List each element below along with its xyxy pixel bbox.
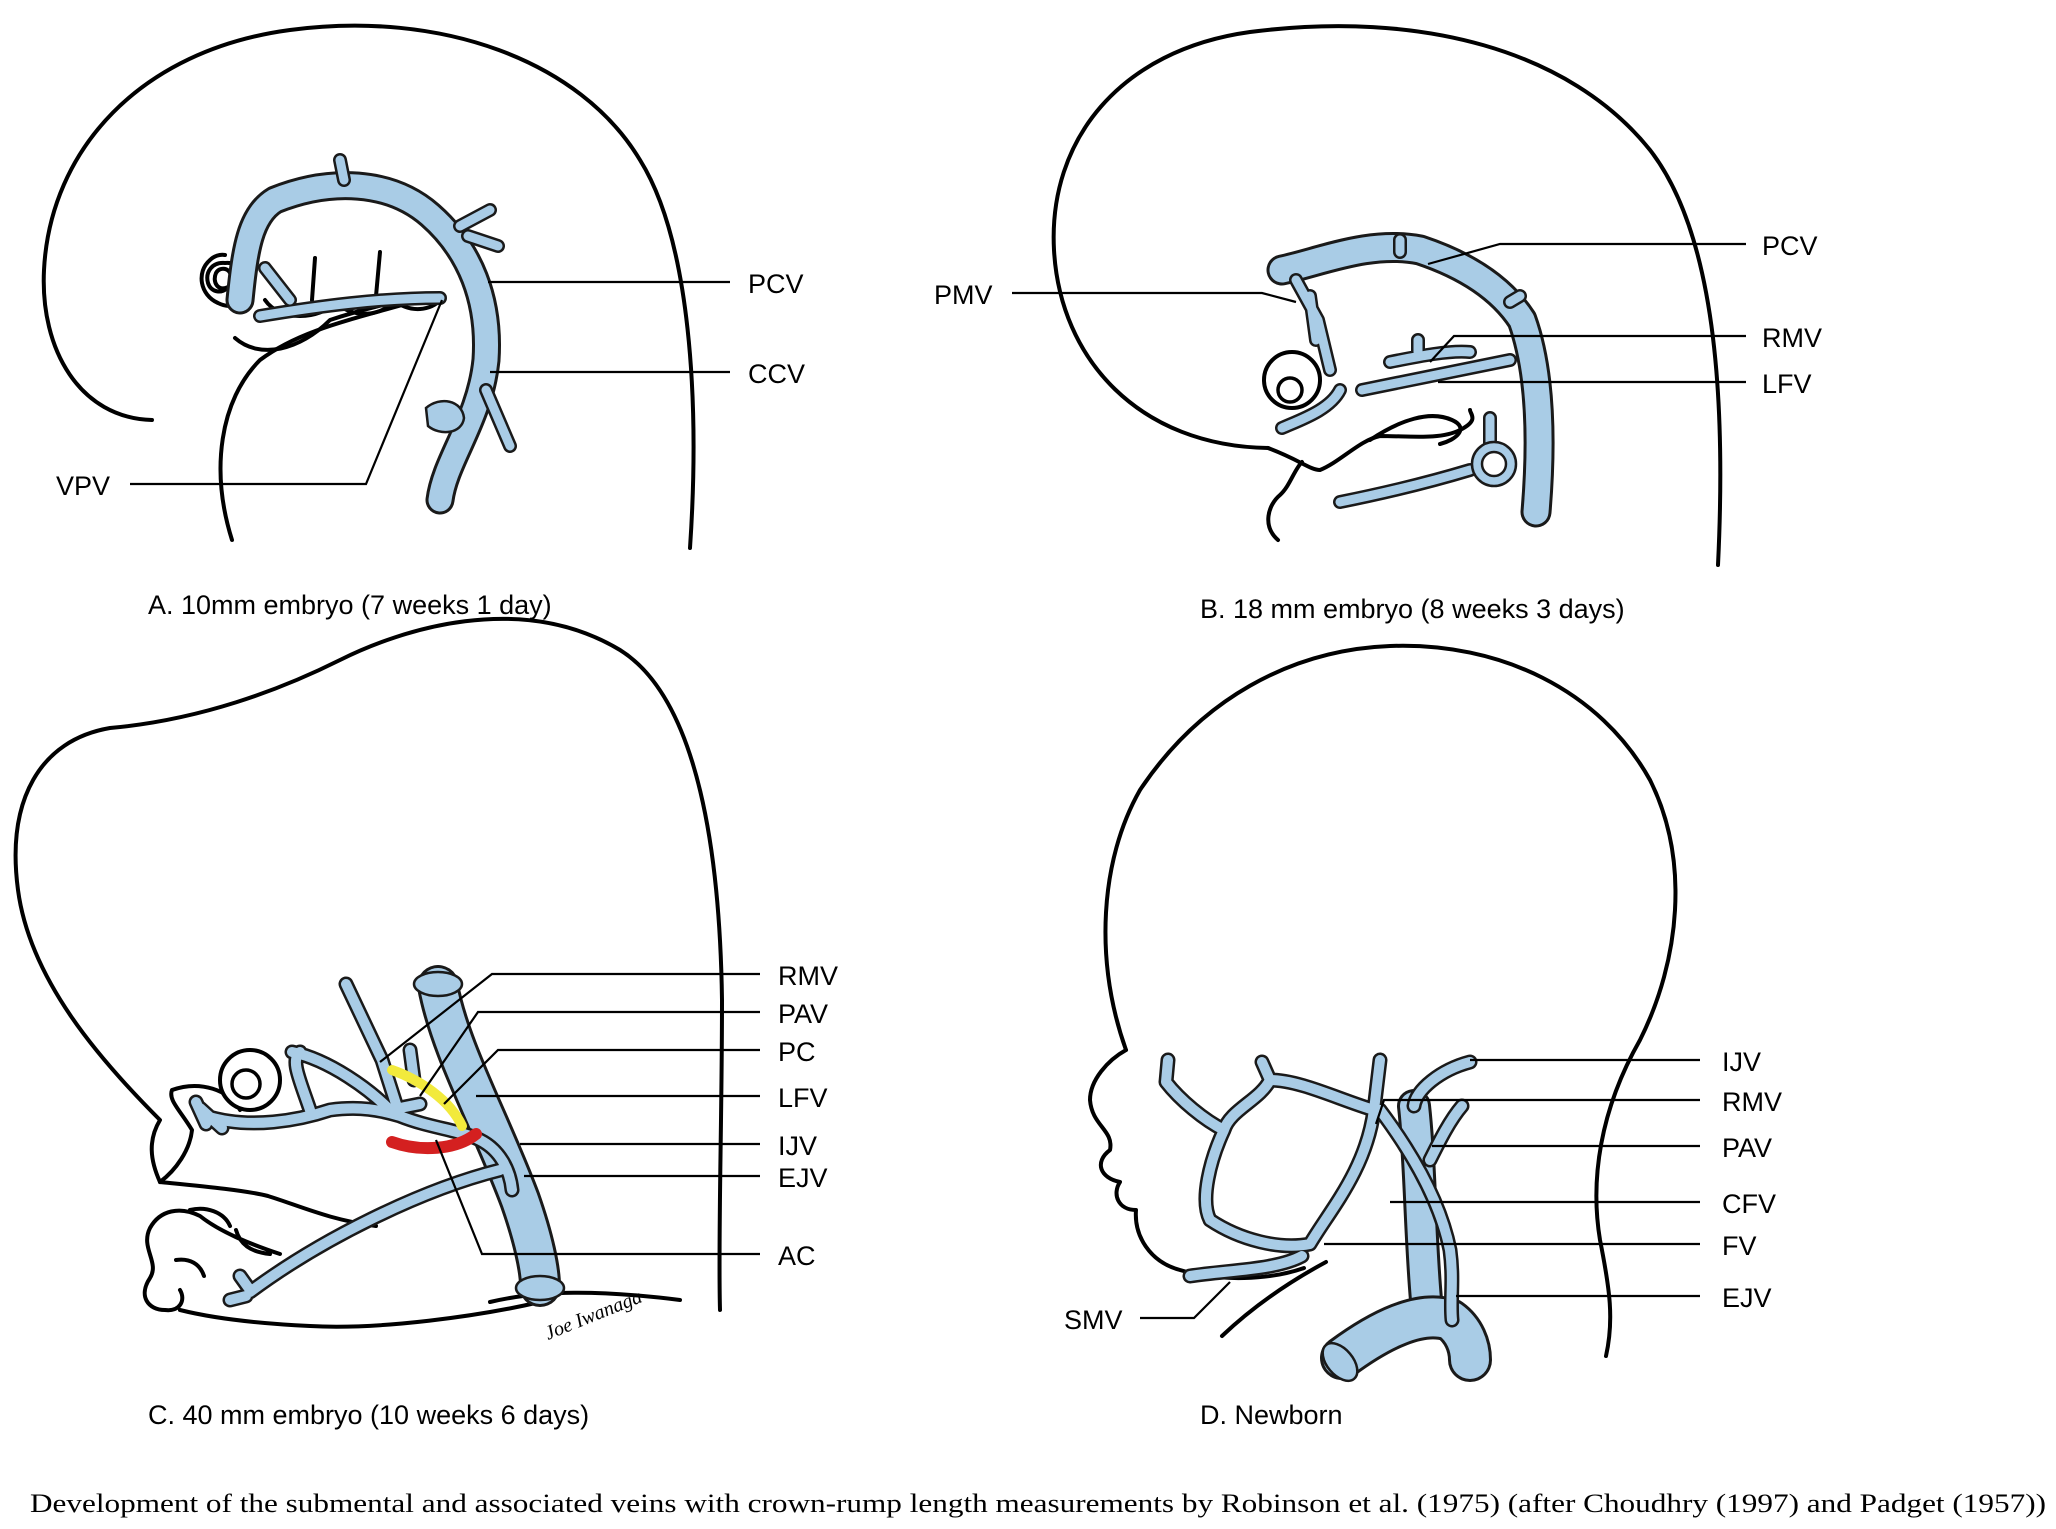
panel-b-leader-pcv <box>1427 242 1746 266</box>
panel-d-leader-rmv <box>1374 1098 1700 1125</box>
panel-d-label-ejv: EJV <box>1722 1283 1772 1313</box>
panel-c-label-ejv: EJV <box>778 1163 828 1193</box>
panel-d-ijv-stump <box>1321 1341 1359 1383</box>
panel-c-label-ac: AC <box>778 1241 816 1271</box>
panel-c-label-pc: PC <box>778 1037 816 1067</box>
panel-d-label-ijv: IJV <box>1722 1047 1761 1077</box>
panel-b-leader-pmv <box>1012 291 1297 304</box>
panel-b-veins <box>1266 231 1555 528</box>
panel-b: PCV PMV RMV LFV B. 18 mm embryo (8 weeks… <box>934 24 1822 624</box>
panel-c-face-outline <box>158 1084 242 1184</box>
panel-b-leader-rmv <box>1429 334 1746 363</box>
panel-a-labels: PCV CCV VPV <box>56 269 805 501</box>
panel-b-label-pmv: PMV <box>934 280 993 310</box>
panel-b-label-rmv: RMV <box>1762 323 1822 353</box>
panel-c-leader-ac <box>434 1139 760 1256</box>
panel-d-label-fv: FV <box>1722 1231 1757 1261</box>
panel-b-head-outline <box>1051 24 1723 567</box>
panel-c-ac-segment <box>386 1128 482 1155</box>
panel-b-tongue <box>1368 414 1463 446</box>
panel-a-ccv-stump <box>424 399 466 434</box>
panel-b-neck <box>1266 460 1304 542</box>
panel-d-veins <box>1158 1052 1492 1383</box>
panel-a-label-ccv: CCV <box>748 359 805 389</box>
panel-c-ijv-bottom <box>514 1274 566 1302</box>
panel-c: RMV PAV PC LFV IJV EJV AC Joe Iwanaga C.… <box>13 616 838 1430</box>
panel-a-body-outline <box>218 298 422 542</box>
panel-a-label-pcv: PCV <box>748 269 804 299</box>
panel-d-label-smv: SMV <box>1064 1305 1123 1335</box>
panel-c-mouth <box>158 1180 378 1228</box>
panel-a-leader-vpv <box>130 299 444 486</box>
panel-b-caption: B. 18 mm embryo (8 weeks 3 days) <box>1200 594 1625 624</box>
panel-c-label-rmv: RMV <box>778 961 838 991</box>
panel-b-labels: PCV PMV RMV LFV <box>934 231 1822 399</box>
panel-c-pc-segment <box>387 1065 467 1131</box>
panel-c-label-pav: PAV <box>778 999 828 1029</box>
figure-caption: Development of the submental and associa… <box>30 1489 2046 1518</box>
panel-b-label-pcv: PCV <box>1762 231 1818 261</box>
panel-c-hand <box>142 1206 542 1329</box>
panel-a-label-vpv: VPV <box>56 471 110 501</box>
panel-d-label-rmv: RMV <box>1722 1087 1782 1117</box>
panel-d-head-outline <box>1103 643 1678 1358</box>
panel-d-label-pav: PAV <box>1722 1133 1772 1163</box>
panel-d: IJV RMV PAV CFV FV EJV SMV D. Newborn <box>1064 643 1782 1430</box>
panel-c-shoulder <box>488 1290 682 1304</box>
panel-c-head-outline <box>13 616 724 1312</box>
panel-a: PCV CCV VPV A. 10mm embryo (7 weeks 1 da… <box>41 23 805 620</box>
panel-a-caption: A. 10mm embryo (7 weeks 1 day) <box>148 590 552 620</box>
panel-c-labels: RMV PAV PC LFV IJV EJV AC <box>379 961 838 1271</box>
panel-c-leader-rmv <box>379 972 760 1063</box>
panel-b-label-lfv: LFV <box>1762 369 1812 399</box>
panel-c-leader-pav <box>419 1010 760 1097</box>
panel-a-veins <box>225 153 517 515</box>
panel-d-label-cfv: CFV <box>1722 1189 1776 1219</box>
panel-d-labels: IJV RMV PAV CFV FV EJV SMV <box>1064 1047 1782 1335</box>
panel-d-jaw <box>1220 1260 1328 1338</box>
panel-d-leader-smv <box>1140 1281 1231 1320</box>
panel-d-caption: D. Newborn <box>1200 1400 1343 1430</box>
panel-b-eye <box>1262 350 1322 410</box>
panel-c-label-ijv: IJV <box>778 1131 817 1161</box>
panel-c-veins <box>188 965 566 1308</box>
panel-c-label-lfv: LFV <box>778 1083 828 1113</box>
panel-c-eye <box>218 1048 282 1112</box>
panel-c-leader-pc <box>443 1048 760 1105</box>
panel-c-ijv-top <box>412 970 464 998</box>
panel-a-head-outline <box>41 23 696 550</box>
panel-c-caption: C. 40 mm embryo (10 weeks 6 days) <box>148 1400 589 1430</box>
